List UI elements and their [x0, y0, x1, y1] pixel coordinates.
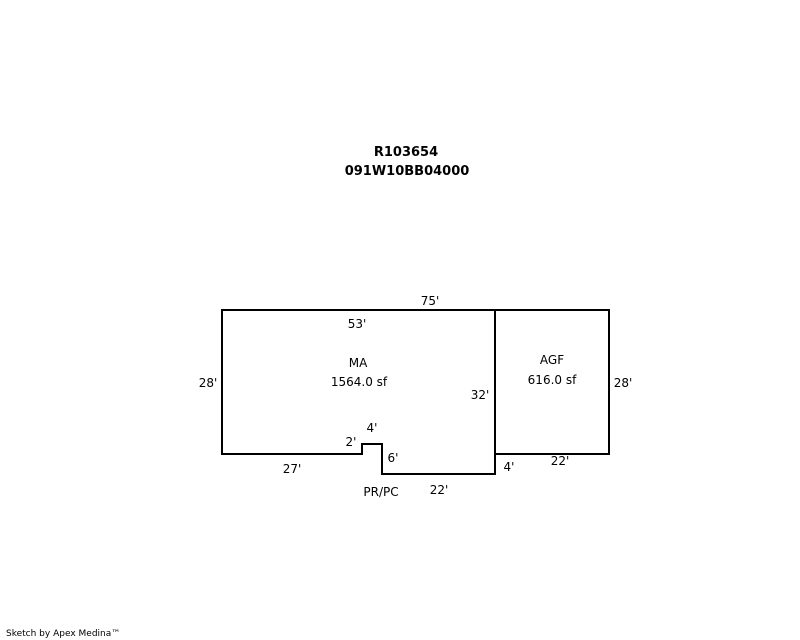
- main-area-size: 1564.0 sf: [331, 375, 388, 389]
- dim-step-right: 4': [504, 460, 515, 474]
- sketch-credit: Sketch by Apex Medina™: [6, 629, 120, 639]
- main-area-outline: [221, 309, 496, 475]
- main-area-code: MA: [349, 356, 368, 370]
- dim-top-main: 53': [348, 317, 367, 331]
- porch-area-code: PR/PC: [363, 485, 398, 499]
- dim-main-bottom: 27': [283, 462, 302, 476]
- dim-garage-bottom: 22': [551, 454, 570, 468]
- dim-notch-width: 4': [367, 421, 378, 435]
- garage-outline: [495, 309, 610, 455]
- dim-main-right: 32': [471, 388, 490, 402]
- dim-notch-height: 2': [346, 435, 357, 449]
- account-id: R103654: [374, 145, 438, 160]
- garage-area-code: AGF: [540, 353, 564, 367]
- dim-porch-width: 22': [430, 483, 449, 497]
- garage-area-size: 616.0 sf: [528, 373, 577, 387]
- dim-left: 28': [199, 376, 218, 390]
- dim-garage-right: 28': [614, 376, 633, 390]
- map-number: 091W10BB04000: [345, 164, 470, 179]
- dim-top-overall: 75': [421, 294, 440, 308]
- dim-porch-depth: 6': [388, 451, 399, 465]
